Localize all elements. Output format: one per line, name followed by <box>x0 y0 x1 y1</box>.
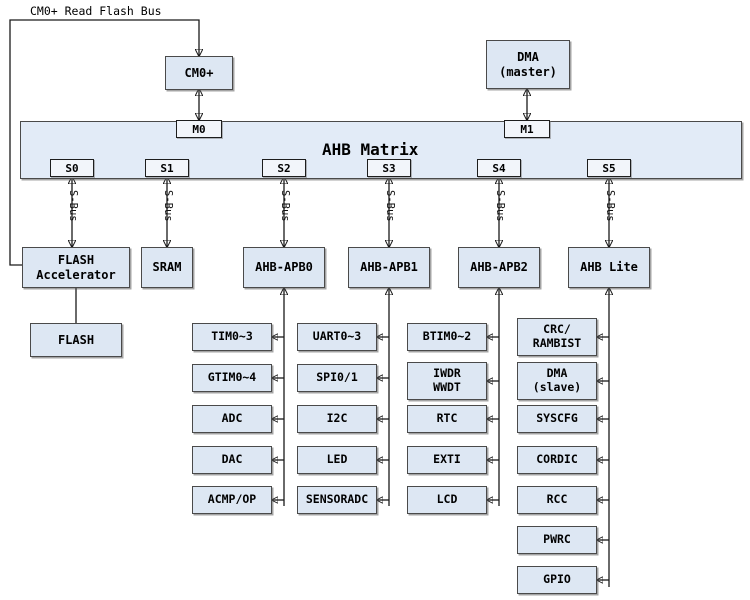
matrix-port-s0[interactable]: S0 <box>50 159 94 177</box>
sbus-label-s2: S-Bus <box>279 190 291 222</box>
sbus-label-s4: S-Bus <box>494 190 506 222</box>
peripheral-rcc[interactable]: RCC <box>517 486 597 514</box>
sbus-label-s0: S-Bus <box>67 190 79 222</box>
peripheral-sensoradc[interactable]: SENSORADC <box>297 486 377 514</box>
peripheral-acmp-op[interactable]: ACMP/OP <box>192 486 272 514</box>
peripheral-led[interactable]: LED <box>297 446 377 474</box>
sbus-label-s3: S-Bus <box>384 190 396 222</box>
peripheral-tim0-3[interactable]: TIM0~3 <box>192 323 272 351</box>
matrix-port-m1[interactable]: M1 <box>504 120 550 138</box>
peripheral-dac[interactable]: DAC <box>192 446 272 474</box>
matrix-port-s2[interactable]: S2 <box>262 159 306 177</box>
matrix-port-s5[interactable]: S5 <box>587 159 631 177</box>
slave-block-sram[interactable]: SRAM <box>141 247 193 288</box>
peripheral-cordic[interactable]: CORDIC <box>517 446 597 474</box>
peripheral-spi0-1[interactable]: SPI0/1 <box>297 364 377 392</box>
sbus-label-s1: S-Bus <box>162 190 174 222</box>
peripheral-gtim0-4[interactable]: GTIM0~4 <box>192 364 272 392</box>
peripheral-btim0-2[interactable]: BTIM0~2 <box>407 323 487 351</box>
peripheral-dma-slave[interactable]: DMA (slave) <box>517 362 597 400</box>
memory-block-flash[interactable]: FLASH <box>30 323 122 357</box>
slave-block-ahb-apb1[interactable]: AHB-APB1 <box>348 247 430 288</box>
peripheral-pwrc[interactable]: PWRC <box>517 526 597 554</box>
peripheral-i2c[interactable]: I2C <box>297 405 377 433</box>
peripheral-gpio[interactable]: GPIO <box>517 566 597 594</box>
peripheral-lcd[interactable]: LCD <box>407 486 487 514</box>
slave-block-ahb-lite[interactable]: AHB Lite <box>568 247 650 288</box>
slave-block-ahb-apb2[interactable]: AHB-APB2 <box>458 247 540 288</box>
peripheral-crc-rambist[interactable]: CRC/ RAMBIST <box>517 318 597 356</box>
peripheral-adc[interactable]: ADC <box>192 405 272 433</box>
matrix-port-s4[interactable]: S4 <box>477 159 521 177</box>
matrix-port-s1[interactable]: S1 <box>145 159 189 177</box>
matrix-port-m0[interactable]: M0 <box>176 120 222 138</box>
peripheral-uart0-3[interactable]: UART0~3 <box>297 323 377 351</box>
master-block-dma-master[interactable]: DMA (master) <box>486 40 570 89</box>
slave-block-ahb-apb0[interactable]: AHB-APB0 <box>243 247 325 288</box>
peripheral-syscfg[interactable]: SYSCFG <box>517 405 597 433</box>
sbus-label-s5: S-Bus <box>604 190 616 222</box>
ahb-matrix-title: AHB Matrix <box>322 140 419 159</box>
cm0-read-flash-bus-label: CM0+ Read Flash Bus <box>30 4 162 18</box>
peripheral-exti[interactable]: EXTI <box>407 446 487 474</box>
peripheral-iwdr-wwdt[interactable]: IWDR WWDT <box>407 362 487 400</box>
slave-block-flash-accelerator[interactable]: FLASH Accelerator <box>22 247 130 288</box>
matrix-port-s3[interactable]: S3 <box>367 159 411 177</box>
master-block-cm0plus[interactable]: CM0+ <box>165 56 233 90</box>
peripheral-rtc[interactable]: RTC <box>407 405 487 433</box>
